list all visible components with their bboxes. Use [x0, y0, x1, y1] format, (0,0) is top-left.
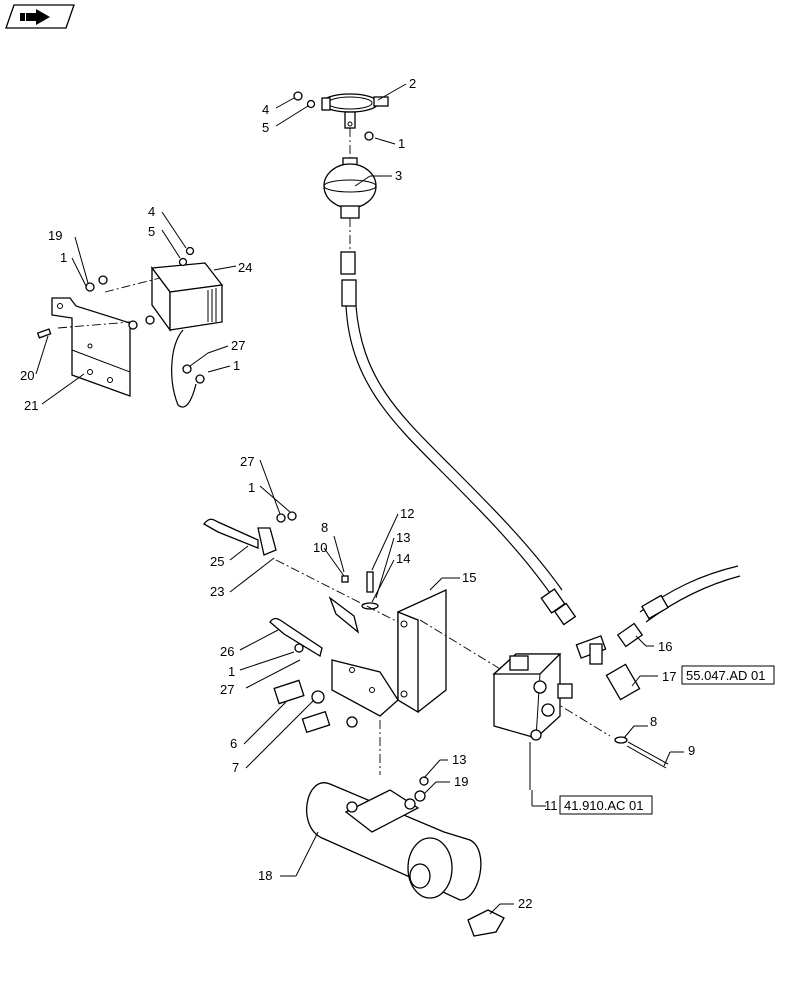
reference-41-910-ac-01[interactable]: 41.910.AC 01: [559, 795, 653, 815]
callout-5b: 5: [148, 224, 155, 239]
hose-to-right: [639, 565, 741, 623]
fitting-tee: [575, 622, 644, 665]
reference-label-17[interactable]: 55.047.AD 01: [686, 668, 766, 683]
callout-2: 2: [409, 76, 416, 91]
callout-7: 7: [232, 760, 239, 775]
leader-lines: [35, 83, 684, 915]
reference-55-047-ad-01[interactable]: 55.047.AD 01: [681, 665, 775, 685]
accumulator: [323, 157, 377, 219]
callout-25: 25: [210, 554, 224, 569]
electronic-module: [150, 246, 224, 408]
callout-21: 21: [24, 398, 38, 413]
callout-4b: 4: [148, 204, 155, 219]
knob: [467, 909, 505, 937]
reference-label-11[interactable]: 41.910.AC 01: [564, 798, 644, 813]
callout-27c: 27: [220, 682, 234, 697]
callout-6: 6: [230, 736, 237, 751]
callout-10: 10: [313, 540, 327, 555]
callout-13a: 13: [396, 530, 410, 545]
callout-1e: 1: [228, 664, 235, 679]
screw: [36, 275, 155, 339]
callout-8b: 8: [650, 714, 657, 729]
clamp-bracket: [321, 93, 389, 129]
callout-1b: 1: [60, 250, 67, 265]
pressure-sensor: [605, 663, 641, 701]
back-arrow-folder-icon[interactable]: [5, 4, 75, 29]
callout-9: 9: [688, 743, 695, 758]
callout-1a: 1: [398, 136, 405, 151]
callout-1d: 1: [248, 480, 255, 495]
mounting-bracket-main: [331, 588, 447, 717]
hydraulic-hose: [340, 251, 577, 626]
mounting-plate: [51, 297, 131, 397]
motor: [306, 776, 482, 901]
callout-4a: 4: [262, 102, 269, 117]
cable-bracket: [269, 617, 323, 658]
callout-8a: 8: [321, 520, 328, 535]
callout-13b: 13: [452, 752, 466, 767]
callout-16: 16: [658, 639, 672, 654]
callout-14: 14: [396, 551, 410, 566]
callout-1c: 1: [233, 358, 240, 373]
nut: [293, 91, 374, 141]
callout-15: 15: [462, 570, 476, 585]
callout-26: 26: [220, 644, 234, 659]
callout-20: 20: [20, 368, 34, 383]
callout-24: 24: [238, 260, 252, 275]
sensor-bracket: [203, 511, 297, 556]
callout-3: 3: [395, 168, 402, 183]
callout-18: 18: [258, 868, 272, 883]
callout-17: 17: [662, 669, 676, 684]
callout-19b: 19: [454, 774, 468, 789]
bolts: [273, 571, 379, 734]
valve-block: [492, 653, 573, 790]
callout-23: 23: [210, 584, 224, 599]
pin: [614, 736, 669, 769]
callout-19a: 19: [48, 228, 62, 243]
callout-27a: 27: [231, 338, 245, 353]
callout-22: 22: [518, 896, 532, 911]
callout-5a: 5: [262, 120, 269, 135]
callout-27b: 27: [240, 454, 254, 469]
callout-11: 11: [544, 798, 558, 813]
callout-12: 12: [400, 506, 414, 521]
